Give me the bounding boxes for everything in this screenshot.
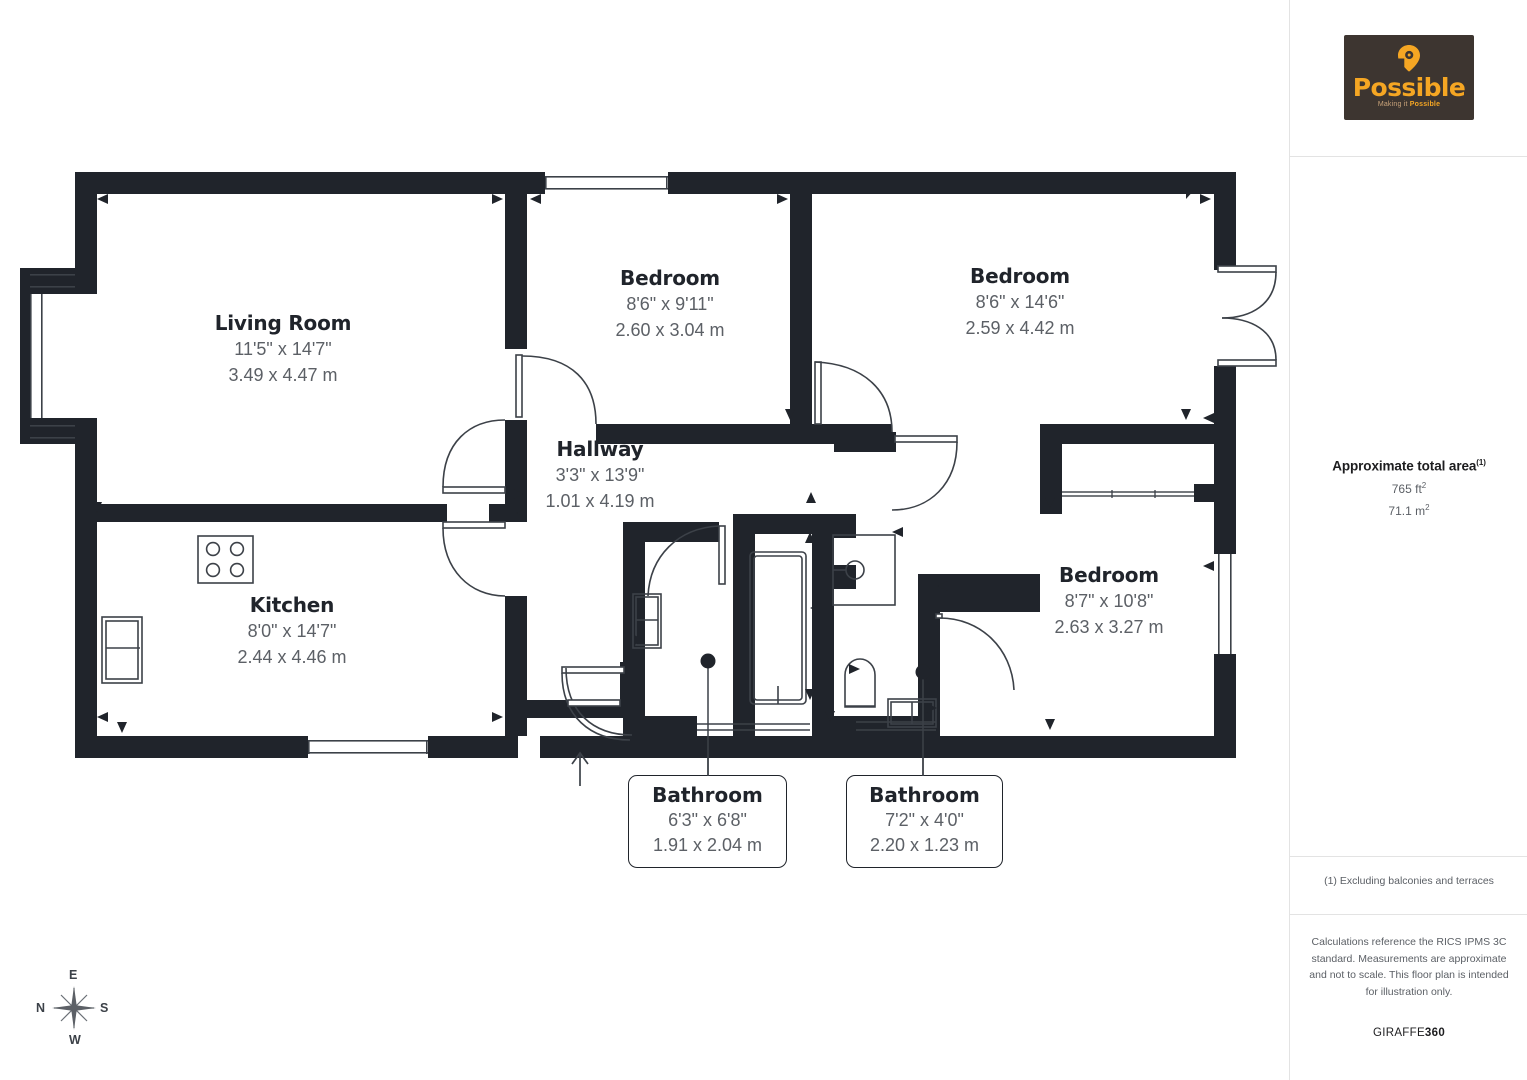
- total-area-footnote-ref: (1): [1476, 458, 1486, 467]
- total-area-label: Approximate total area: [1332, 458, 1477, 474]
- room-label-bedroom-right: Bedroom 8'7" x 10'8" 2.63 x 3.27 m: [1014, 563, 1204, 640]
- brand-logo-cell: Possible Making it Possible: [1290, 0, 1527, 156]
- provider-suffix: 360: [1424, 1027, 1446, 1039]
- room-label-kitchen: Kitchen 8'0" x 14'7" 2.44 x 4.46 m: [192, 593, 392, 670]
- bathroom-left-sink-fixture: [632, 593, 662, 649]
- compass-label-right: S: [100, 1001, 109, 1015]
- compass-label-bottom: W: [69, 1033, 81, 1047]
- kitchen-sink-fixture: [101, 616, 143, 684]
- room-dimensions-metric: 2.63 x 3.27 m: [1054, 617, 1164, 637]
- toilet-fixture: [844, 658, 876, 708]
- info-sidebar: Possible Making it Possible Approximate …: [1289, 0, 1527, 1080]
- room-dimensions-imperial: 11'5" x 14'7": [234, 339, 332, 359]
- dimension-markers: [92, 188, 1214, 733]
- kitchen-hob-fixture: [197, 535, 254, 584]
- wardrobe-rail: [1040, 484, 1216, 504]
- sqm-exponent: 2: [1425, 502, 1430, 512]
- room-name: Bathroom: [652, 783, 763, 807]
- room-label-hallway: Hallway 3'3" x 13'9" 1.01 x 4.19 m: [500, 437, 700, 514]
- room-dimensions-metric: 1.01 x 4.19 m: [545, 491, 655, 511]
- door-group: [442, 354, 1015, 741]
- bathtub-fixture: [749, 551, 807, 705]
- total-area-sqft: 765 ft2: [1290, 481, 1527, 496]
- double-door-right: [1217, 265, 1277, 367]
- total-area-sqm-value: 71.1 m: [1388, 503, 1426, 518]
- compass-label-top: E: [69, 968, 78, 982]
- floorplan-svg: [20, 172, 1277, 790]
- room-name: Bedroom: [970, 264, 1070, 288]
- room-label-bedroom-top-right: Bedroom 8'6" x 14'6" 2.59 x 4.42 m: [920, 264, 1120, 341]
- total-area-title: Approximate total area(1): [1290, 458, 1527, 474]
- room-dimensions-imperial: 3'3" x 13'9": [555, 465, 645, 485]
- logo-tagline-bold: Possible: [1409, 101, 1441, 108]
- ceiling-light-left: [700, 653, 716, 790]
- compass-icon: [52, 986, 96, 1030]
- room-label-bathroom-right: Bathroom 7'2" x 4'0" 2.20 x 1.23 m: [846, 775, 1003, 868]
- room-dimensions-metric: 2.59 x 4.42 m: [965, 318, 1075, 338]
- possible-logo: Possible Making it Possible: [1344, 35, 1474, 120]
- compass-label-left: N: [36, 1001, 46, 1015]
- room-name: Kitchen: [249, 593, 335, 617]
- sqft-exponent: 2: [1421, 480, 1427, 490]
- sidebar-divider-top: [1290, 156, 1527, 157]
- sidebar-divider-mid: [1290, 856, 1527, 857]
- room-dimensions-metric: 2.20 x 1.23 m: [869, 835, 980, 855]
- room-label-living-room: Living Room 11'5" x 14'7" 3.49 x 4.47 m: [183, 311, 383, 388]
- window-top: [545, 176, 668, 190]
- room-label-bedroom-middle: Bedroom 8'6" x 9'11" 2.60 x 3.04 m: [570, 266, 770, 343]
- room-dimensions-metric: 2.44 x 4.46 m: [237, 647, 347, 667]
- room-dimensions-metric: 3.49 x 4.47 m: [228, 365, 338, 385]
- window-right-bedroom: [1214, 548, 1236, 660]
- room-name: Bedroom: [620, 266, 720, 290]
- room-name: Living Room: [214, 311, 352, 335]
- room-dimensions-imperial: 7'2" x 4'0": [885, 810, 964, 830]
- possible-pin-icon: [1398, 45, 1420, 72]
- room-dimensions-metric: 2.60 x 3.04 m: [615, 320, 725, 340]
- room-dimensions-imperial: 8'6" x 14'6": [975, 292, 1065, 312]
- floorplan-drawing: Living Room 11'5" x 14'7" 3.49 x 4.47 m …: [20, 172, 1277, 1058]
- bathroom-left-counter-line: [697, 723, 810, 731]
- logo-tagline-pre: Making it: [1377, 101, 1410, 108]
- provider-brand: GIRAFFE360: [1290, 1027, 1527, 1039]
- room-dimensions-imperial: 8'0" x 14'7": [247, 621, 337, 641]
- room-name: Bedroom: [1059, 563, 1159, 587]
- logo-wordmark: Possible: [1352, 73, 1466, 102]
- provider-prefix: GIRAFFE: [1372, 1027, 1425, 1039]
- window-bottom-kitchen: [308, 740, 428, 754]
- room-dimensions-metric: 1.91 x 2.04 m: [652, 835, 763, 855]
- wall-group: [75, 172, 1236, 758]
- compass-rose: E N S W: [28, 968, 120, 1058]
- room-dimensions-imperial: 8'7" x 10'8": [1064, 591, 1154, 611]
- bay-window-left: [20, 268, 97, 444]
- shower-fixture: [832, 534, 896, 606]
- room-dimensions-imperial: 8'6" x 9'11": [626, 294, 714, 314]
- entry-arrow: [571, 751, 589, 786]
- room-name: Bathroom: [869, 783, 980, 807]
- total-area-sqft-value: 765 ft: [1391, 481, 1422, 496]
- room-label-bathroom-left: Bathroom 6'3" x 6'8" 1.91 x 2.04 m: [628, 775, 787, 868]
- total-area-block: Approximate total area(1) 765 ft2 71.1 m…: [1290, 458, 1527, 518]
- disclaimer-text: Calculations reference the RICS IPMS 3C …: [1309, 936, 1509, 998]
- sidebar-divider-bottom: [1290, 914, 1527, 915]
- footnote-text: (1) Excluding balconies and terraces: [1324, 875, 1494, 887]
- logo-tagline: Making it Possible: [1344, 101, 1474, 108]
- room-dimensions-imperial: 6'3" x 6'8": [668, 810, 747, 830]
- total-area-sqm: 71.1 m2: [1290, 503, 1527, 518]
- room-name: Hallway: [556, 437, 644, 461]
- bathroom-right-sink-fixture: [887, 698, 937, 728]
